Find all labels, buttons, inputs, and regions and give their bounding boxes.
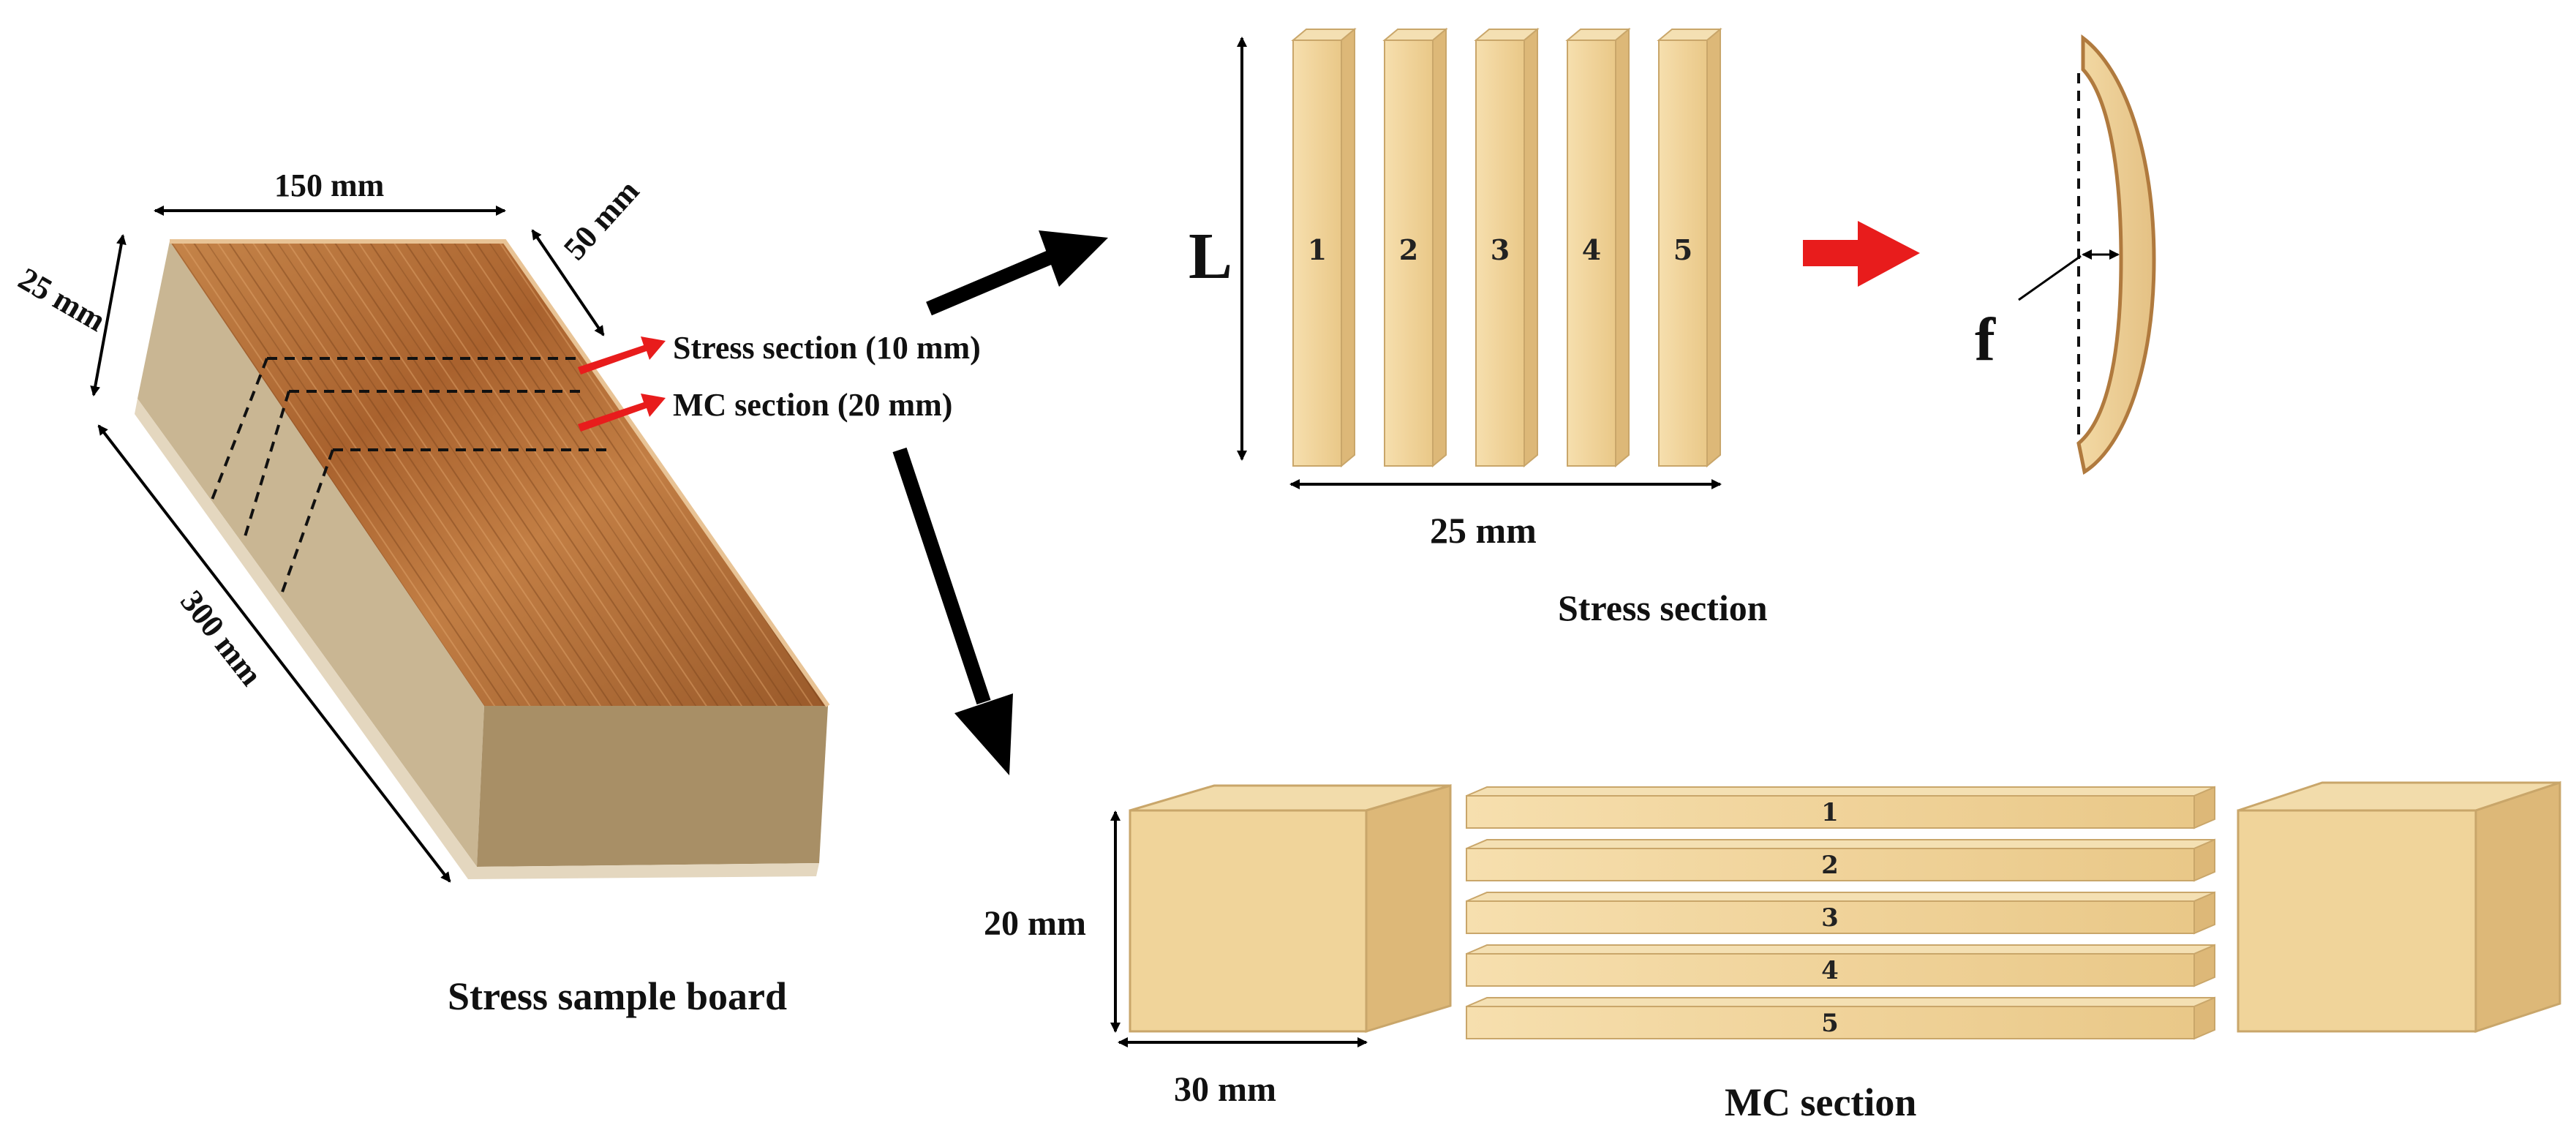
dim-label-width: 150 mm bbox=[274, 168, 384, 203]
mc-slice-number: 5 bbox=[1821, 1009, 1839, 1038]
stress-strip-face bbox=[1658, 39, 1708, 467]
stress-strip: 1 bbox=[1291, 27, 1357, 468]
dim-label-20mm: 20 mm bbox=[984, 904, 1086, 943]
mc-block-right-side bbox=[2474, 780, 2561, 1034]
dim-label-30mm: 30 mm bbox=[1174, 1070, 1276, 1109]
stress-strips: 1 2 3 4 5 bbox=[1291, 27, 1722, 468]
dim-arrow-depth bbox=[531, 229, 605, 336]
dim-arrow-thickness bbox=[90, 234, 127, 396]
mc-slice-number: 3 bbox=[1821, 903, 1839, 933]
callout-stress-section: Stress section (10 mm) bbox=[673, 330, 981, 366]
leader-line-f bbox=[2018, 255, 2082, 301]
mc-slices: 1 2 3 4 5 bbox=[1466, 786, 2215, 1040]
bowed-strip bbox=[2076, 34, 2156, 475]
stress-strip-number: 3 bbox=[1491, 233, 1510, 266]
mc-slice-top bbox=[1466, 997, 2215, 1007]
red-arrow-mc bbox=[578, 394, 666, 432]
dim-arrow-length bbox=[97, 424, 451, 883]
stress-strip-number: 1 bbox=[1308, 233, 1327, 266]
flow-arrow-to-stress-stem bbox=[926, 250, 1052, 316]
caption-stress-sample-board: Stress sample board bbox=[448, 974, 787, 1018]
stress-strip-face bbox=[1292, 39, 1342, 467]
stress-strip: 4 bbox=[1565, 27, 1631, 468]
mc-block-left-side bbox=[1365, 783, 1452, 1034]
flow-arrow-to-stress-head bbox=[1039, 230, 1108, 287]
stress-strip-number: 5 bbox=[1673, 233, 1692, 266]
red-arrow-body bbox=[1803, 240, 1860, 266]
mc-block-right bbox=[2237, 780, 2561, 1034]
flow-arrows bbox=[892, 230, 1108, 775]
dim-label-25mm: 25 mm bbox=[1430, 510, 1537, 551]
stress-strip-side bbox=[1432, 27, 1447, 468]
board-top-edge bbox=[170, 239, 830, 707]
mc-block-right-front bbox=[2237, 809, 2477, 1033]
mc-slice-number: 2 bbox=[1821, 851, 1839, 880]
board-front-face bbox=[477, 706, 828, 867]
stress-section-group: L 1 2 3 4 5 25 mm f Stress section bbox=[1189, 27, 2156, 628]
mc-slice-face bbox=[1466, 795, 2195, 829]
stress-strip: 2 bbox=[1382, 27, 1448, 468]
mc-slice-face bbox=[1466, 953, 2195, 987]
mc-block-left bbox=[1129, 783, 1452, 1034]
stress-sample-board: 150 mm 50 mm 25 mm 300 mm Stress section… bbox=[12, 168, 981, 1018]
mc-slice-number: 1 bbox=[1821, 798, 1839, 827]
mc-slice-number: 4 bbox=[1821, 956, 1839, 985]
mc-section-group: 1 2 3 4 5 20 mm 30 mm MC section bbox=[984, 780, 2561, 1124]
red-arrow-head bbox=[1858, 221, 1920, 287]
mc-slice-face bbox=[1466, 848, 2195, 881]
flow-arrow-to-mc-stem bbox=[892, 447, 991, 705]
mc-slice: 1 bbox=[1466, 786, 2215, 829]
stress-strip: 5 bbox=[1657, 27, 1722, 468]
mc-slice-face bbox=[1466, 900, 2195, 934]
mc-slice: 2 bbox=[1466, 838, 2215, 882]
mc-slice-top bbox=[1466, 944, 2215, 955]
mc-slice: 5 bbox=[1466, 996, 2215, 1040]
mc-slice-top bbox=[1466, 786, 2215, 797]
dim-label-length: 300 mm bbox=[173, 584, 269, 693]
mc-slice: 3 bbox=[1466, 891, 2215, 935]
stress-strip-side bbox=[1524, 27, 1538, 468]
board-top-grain bbox=[170, 241, 828, 706]
mc-slice-face bbox=[1466, 1006, 2195, 1039]
red-arrow-stress bbox=[578, 336, 666, 375]
stress-strip-side bbox=[1615, 27, 1630, 468]
mc-slice-top bbox=[1466, 839, 2215, 849]
flow-arrow-to-mc-head bbox=[954, 693, 1013, 775]
dim-label-L: L bbox=[1189, 220, 1232, 293]
caption-stress-section: Stress section bbox=[1558, 587, 1768, 628]
stress-strip-face bbox=[1475, 39, 1525, 467]
mc-slice-top bbox=[1466, 892, 2215, 902]
callout-mc-section: MC section (20 mm) bbox=[673, 387, 952, 423]
dim-label-thickness: 25 mm bbox=[12, 260, 112, 339]
stress-strip: 3 bbox=[1474, 27, 1540, 468]
stress-strip-side bbox=[1706, 27, 1721, 468]
stress-strip-face bbox=[1384, 39, 1434, 467]
mc-slice: 4 bbox=[1466, 944, 2215, 987]
dim-label-depth: 50 mm bbox=[557, 173, 646, 267]
stress-strip-number: 4 bbox=[1582, 233, 1601, 266]
stress-strip-number: 2 bbox=[1399, 233, 1418, 266]
stress-strip-face bbox=[1567, 39, 1616, 467]
stress-strip-side bbox=[1341, 27, 1355, 468]
dim-label-f: f bbox=[1975, 306, 1996, 374]
mc-block-left-front bbox=[1129, 809, 1368, 1033]
caption-mc-section: MC section bbox=[1725, 1080, 1916, 1124]
